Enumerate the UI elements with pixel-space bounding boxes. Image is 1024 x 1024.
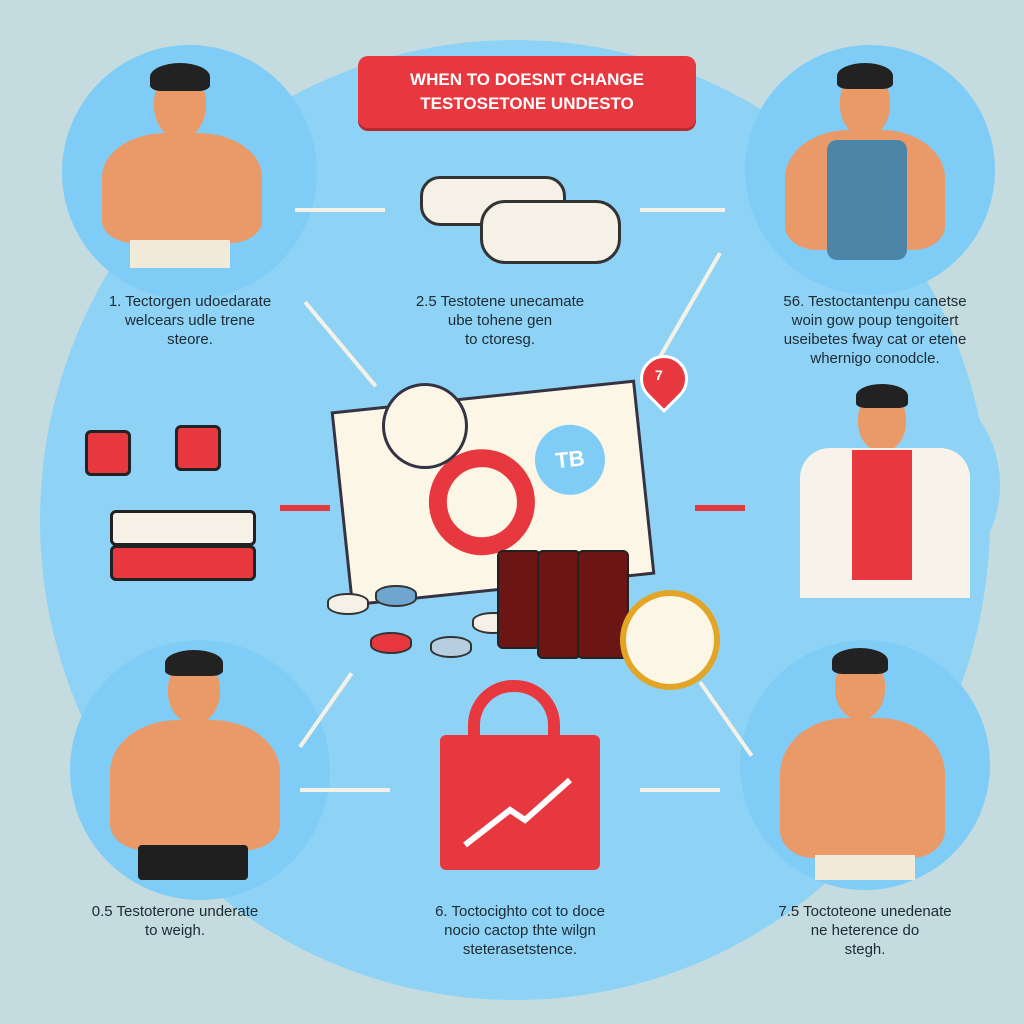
arrow-left-bottom	[300, 788, 390, 792]
figure-man-1	[62, 45, 317, 300]
arrow-left-top	[295, 208, 385, 212]
pill-bottle-icon	[497, 550, 541, 649]
arrow-right-bottom	[640, 788, 720, 792]
stopwatch-icon	[620, 590, 720, 690]
pill-icon	[370, 632, 412, 654]
heart-number: 7	[655, 367, 663, 383]
pill-icon	[375, 585, 417, 607]
title-line-2: TESTOSETONE UNDESTO	[420, 94, 634, 113]
figure-man-3	[770, 370, 1000, 600]
title-banner: WHEN TO DOESNT CHANGE TESTOSETONE UNDEST…	[358, 56, 696, 128]
arrow-right-top	[640, 208, 725, 212]
figure-man-4	[70, 640, 330, 900]
pill-bottle-icon	[537, 550, 581, 659]
figure-man-2	[745, 45, 995, 295]
syringe-icon-2	[480, 200, 621, 264]
bag-handle	[468, 680, 560, 760]
dumbbells-icon	[80, 420, 256, 585]
tb-badge: TB	[531, 421, 609, 499]
arrow-red-left	[280, 505, 330, 511]
pill-icon	[430, 636, 472, 658]
figure-man-5	[740, 640, 990, 890]
pie-chart-icon	[382, 383, 468, 469]
title-line-1: WHEN TO DOESNT CHANGE	[410, 70, 644, 89]
pill-icon	[327, 593, 369, 615]
arrow-red-right	[695, 505, 745, 511]
